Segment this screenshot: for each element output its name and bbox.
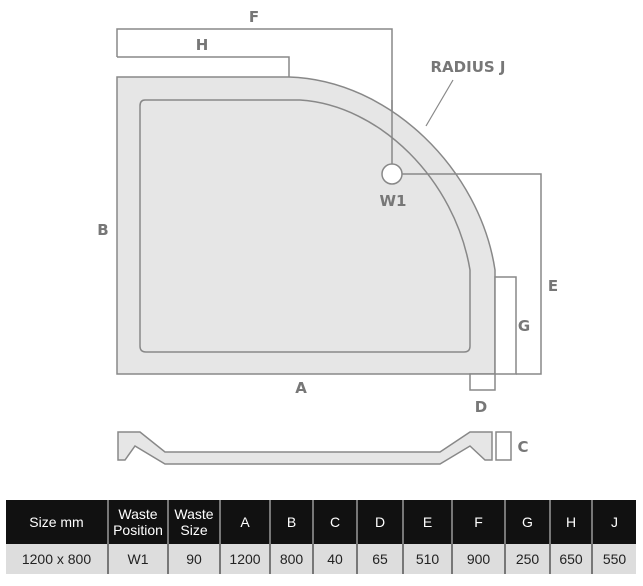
table-row: 1200 x 800 W1 90 1200 800 40 65 510 900 …: [6, 544, 636, 574]
cell-b: 800: [270, 544, 314, 574]
cell-e: 510: [403, 544, 453, 574]
cell-g: 250: [505, 544, 551, 574]
cell-d: 65: [357, 544, 404, 574]
header-j: J: [592, 500, 636, 544]
header-e: E: [403, 500, 453, 544]
header-d: D: [357, 500, 404, 544]
dimension-e-line: [402, 173, 542, 375]
cell-waste-position: W1: [108, 544, 169, 574]
label-radius-j: RADIUS J: [431, 58, 506, 76]
waste-outlet-icon: [381, 163, 403, 185]
cell-f: 900: [452, 544, 506, 574]
table-header-row: Size mm Waste Position Waste Size A B C …: [6, 500, 636, 544]
header-b: B: [270, 500, 314, 544]
dimension-d-box: [469, 373, 496, 391]
header-a: A: [220, 500, 271, 544]
label-e: E: [548, 277, 558, 295]
label-a: A: [295, 379, 307, 397]
header-size: Size mm: [6, 500, 109, 544]
label-d: D: [475, 398, 487, 416]
dimensions-table: Size mm Waste Position Waste Size A B C …: [6, 500, 636, 574]
cell-waste-size: 90: [168, 544, 221, 574]
dimension-c-box: [495, 431, 512, 461]
shower-tray-diagram: F H RADIUS J W1 B A E G D C: [97, 8, 558, 465]
header-g: G: [505, 500, 551, 544]
header-waste-position: Waste Position: [108, 500, 169, 544]
cell-a: 1200: [220, 544, 271, 574]
cell-c: 40: [313, 544, 358, 574]
cell-size: 1200 x 800: [6, 544, 109, 574]
radius-leader-line: [425, 79, 454, 127]
tray-profile: [117, 431, 493, 465]
label-g: G: [518, 317, 530, 335]
label-b: B: [97, 221, 108, 239]
header-f: F: [452, 500, 506, 544]
label-h: H: [196, 36, 209, 54]
label-w1: W1: [380, 192, 407, 210]
cell-h: 650: [550, 544, 593, 574]
tray-inner-outline: [139, 99, 471, 353]
label-f: F: [249, 8, 259, 26]
dimension-g-box: [494, 276, 517, 375]
dimension-h-line: [117, 56, 290, 77]
header-c: C: [313, 500, 358, 544]
header-h: H: [550, 500, 593, 544]
label-c: C: [517, 438, 528, 456]
cell-j: 550: [592, 544, 636, 574]
header-waste-size: Waste Size: [168, 500, 221, 544]
